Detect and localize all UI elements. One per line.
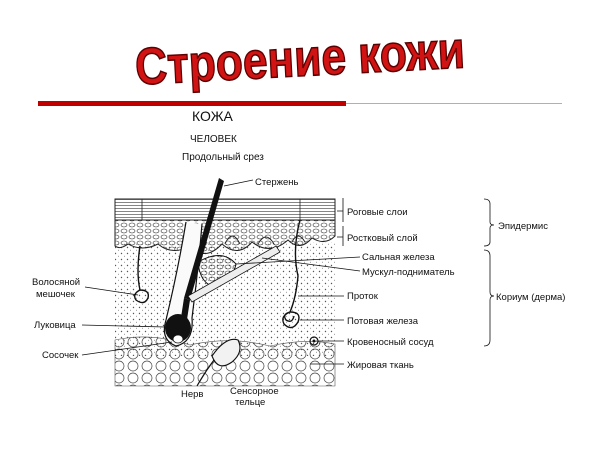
label-blood-vessel: Кровеносный сосуд: [347, 337, 434, 348]
label-epidermis: Эпидермис: [498, 221, 548, 232]
diagram-subheading: ЧЕЛОВЕК: [190, 134, 237, 145]
label-germinal-layer: Ростковый слой: [347, 233, 418, 244]
title-underline-red: [38, 101, 346, 106]
sweat-gland-left: [133, 245, 150, 304]
label-nerve: Нерв: [181, 389, 203, 400]
arrector-muscle: [187, 245, 281, 303]
label-dermis: Кориум (дерма): [496, 292, 565, 303]
title-underline-gray: [346, 103, 562, 104]
diagram-heading: КОЖА: [192, 108, 234, 124]
horny-layers: [114, 198, 336, 221]
diagram-caption: Продольный срез: [182, 152, 264, 163]
germinal-layer: [114, 219, 336, 254]
label-papilla: Сосочек: [42, 350, 79, 361]
label-arrector-muscle: Мускул-подниматель: [362, 267, 455, 278]
sweat-duct: [289, 219, 301, 313]
label-follicle-line2: мешочек: [36, 289, 76, 300]
label-sweat-gland: Потовая железа: [347, 316, 419, 327]
label-sebaceous-gland: Сальная железа: [362, 252, 435, 263]
nerve-fiber: [196, 359, 215, 387]
label-sensory-line1: Сенсорное: [230, 386, 279, 397]
label-horny-layers: Роговые слои: [347, 207, 408, 218]
dermal-papillae: [224, 235, 306, 245]
label-shaft: Стержень: [255, 177, 299, 188]
slide-title: Строение кожи: [133, 21, 467, 98]
label-fat-tissue: Жировая ткань: [347, 360, 414, 371]
hair-shaft: [184, 178, 224, 300]
label-sensory-line2: тельце: [235, 397, 265, 408]
label-duct: Проток: [347, 291, 379, 302]
sweat-gland-coil: [282, 311, 300, 329]
sensory-corpuscle: [211, 338, 241, 367]
label-follicle-line1: Волосяной: [32, 277, 80, 288]
hair-papilla: [172, 334, 184, 344]
label-bulb: Луковица: [34, 320, 76, 331]
hair-bulb: [165, 314, 191, 342]
